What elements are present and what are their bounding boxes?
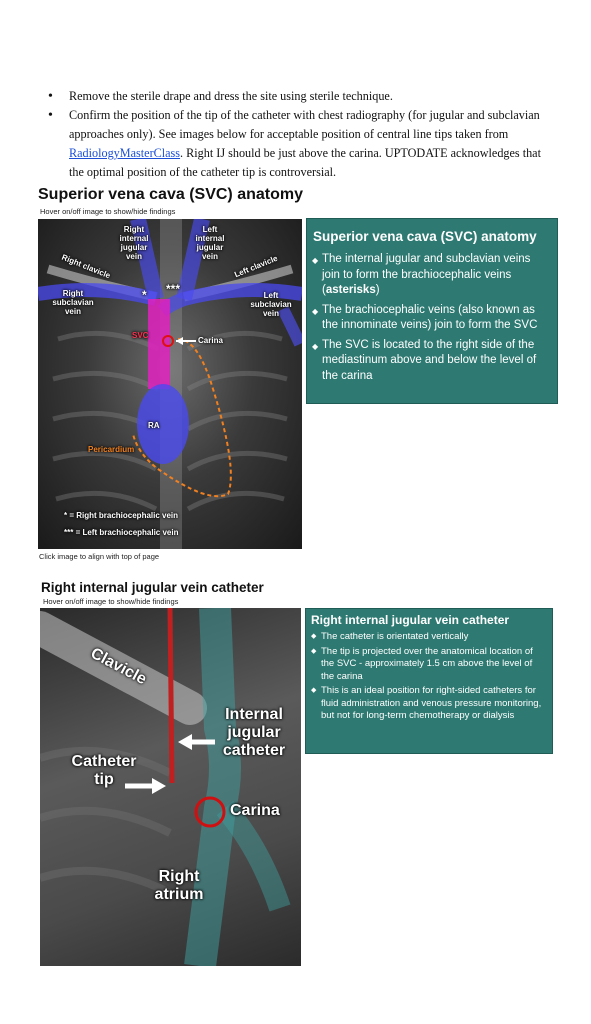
legend-left-brachiocephalic: *** = Left brachiocephalic vein xyxy=(64,528,179,537)
panel-item: The catheter is orientated vertically xyxy=(311,631,546,644)
instruction-list: Remove the sterile drape and dress the s… xyxy=(48,87,548,182)
label-left-subclavian: Left subclavian vein xyxy=(250,291,292,318)
panel-item: This is an ideal position for right-side… xyxy=(311,685,546,723)
panel-title-2: Right internal jugular vein catheter xyxy=(311,613,510,627)
label-right-ij: Right internal jugular vein xyxy=(119,225,149,261)
svc-anatomy-xray[interactable]: Right internal jugular vein Left interna… xyxy=(38,219,302,549)
svc-anatomy-heading: Superior vena cava (SVC) anatomy xyxy=(38,186,303,203)
label-catheter-tip: Catheter tip xyxy=(71,753,137,788)
label-carina: Carina xyxy=(198,336,223,345)
panel-item: The SVC is located to the right side of … xyxy=(312,338,549,385)
legend-right-brachiocephalic: * = Right brachiocephalic vein xyxy=(64,511,179,520)
label-carina-2: Carina xyxy=(230,802,280,819)
instruction-text: Remove the sterile drape and dress the s… xyxy=(69,89,393,103)
label-pericardium: Pericardium xyxy=(88,445,135,454)
label-right-subclavian: Right subclavian vein xyxy=(52,289,94,316)
xray-overlay-graphics-2 xyxy=(40,608,291,966)
instruction-item: Remove the sterile drape and dress the s… xyxy=(48,87,548,106)
instruction-text-end: . Right IJ should be just above the cari… xyxy=(69,146,541,179)
panel-item: The brachiocephalic veins (also known as… xyxy=(312,303,549,334)
hover-hint: Hover on/off image to show/hide findings xyxy=(40,207,176,216)
label-left-ij: Left internal jugular vein xyxy=(195,225,225,261)
instruction-item: Confirm the position of the tip of the c… xyxy=(48,106,548,182)
label-internal-jugular-catheter: Internal jugular catheter xyxy=(222,706,286,759)
panel-title: Superior vena cava (SVC) anatomy xyxy=(313,229,537,244)
label-asterisk-single: * xyxy=(142,288,147,302)
rij-catheter-heading: Right internal jugular vein catheter xyxy=(41,580,264,595)
label-asterisk-triple: *** xyxy=(166,282,181,296)
label-right-atrium: Right atrium xyxy=(154,868,204,903)
rij-catheter-panel: Right internal jugular vein catheter The… xyxy=(305,608,553,754)
label-ra: RA xyxy=(148,421,160,430)
hover-hint-2: Hover on/off image to show/hide findings xyxy=(43,597,179,606)
rij-catheter-xray[interactable]: Clavicle Internal jugular catheter Cathe… xyxy=(40,608,301,966)
click-hint: Click image to align with top of page xyxy=(39,552,160,561)
panel-item: The internal jugular and subclavian vein… xyxy=(312,252,549,299)
svc-anatomy-panel: Superior vena cava (SVC) anatomy The int… xyxy=(306,218,558,404)
xray-overlay-graphics xyxy=(38,219,302,549)
label-svc: SVC xyxy=(132,331,149,340)
panel-item: The tip is projected over the anatomical… xyxy=(311,646,546,684)
radiology-masterclass-link[interactable]: RadiologyMasterClass xyxy=(69,146,181,160)
instruction-text: Confirm the position of the tip of the c… xyxy=(69,108,540,141)
